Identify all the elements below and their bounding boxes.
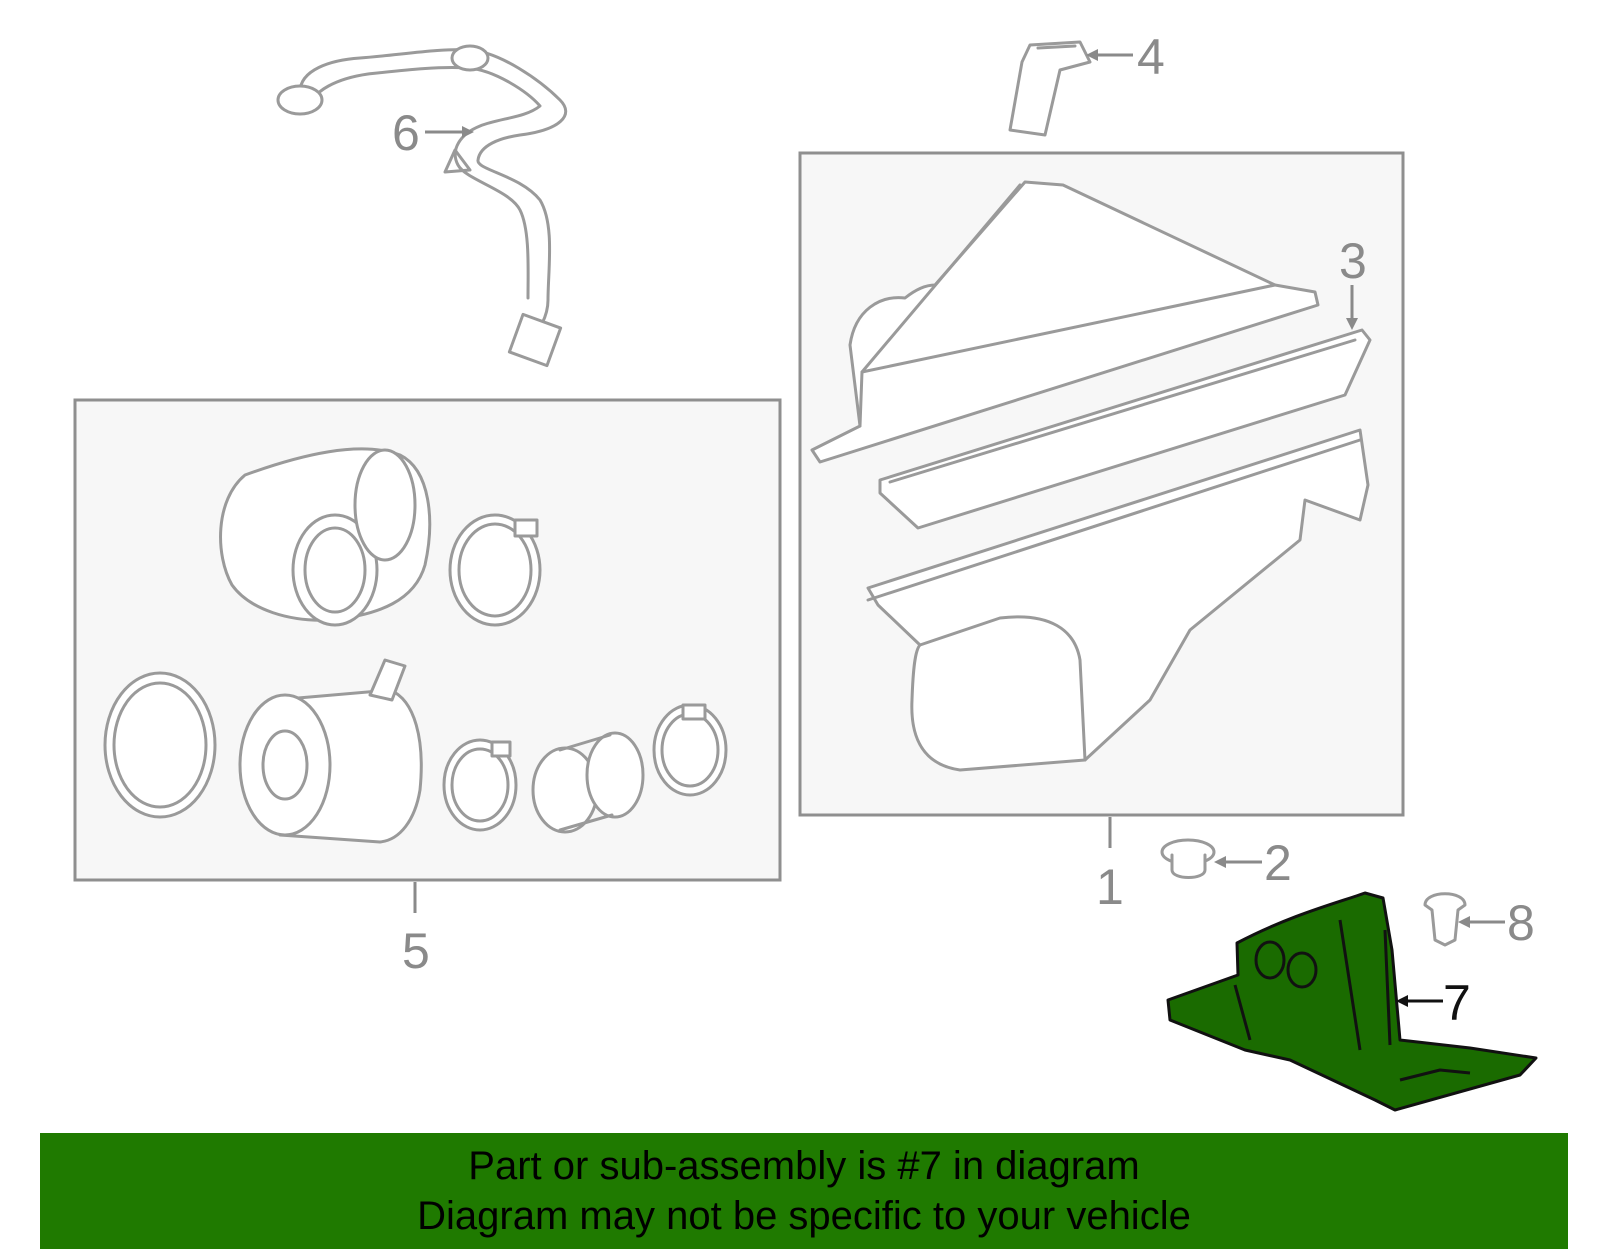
part-1-air-cleaner-housing[interactable] <box>866 428 1370 772</box>
callout-3: 3 <box>1339 233 1367 289</box>
part-5-coupler[interactable] <box>531 731 645 834</box>
arrowhead-2 <box>1214 856 1226 868</box>
info-banner: Part or sub-assembly is #7 in diagram Di… <box>40 1133 1568 1249</box>
arrowhead-6 <box>462 126 474 138</box>
callout-7: 7 <box>1443 975 1471 1031</box>
part-5-resonator[interactable] <box>238 658 423 844</box>
part-4-sensor[interactable] <box>1008 40 1092 137</box>
arrowhead-8 <box>1458 916 1470 928</box>
part-5-clamp-a[interactable] <box>448 513 542 627</box>
arrowhead-4 <box>1086 49 1098 61</box>
callout-6: 6 <box>392 105 420 161</box>
part-5-clamp-b[interactable] <box>442 738 518 832</box>
part-2-grommet[interactable] <box>1160 838 1216 879</box>
part-7-air-deflector[interactable] <box>1166 891 1538 1112</box>
callout-2: 2 <box>1264 835 1292 891</box>
part-5-clamp-c[interactable] <box>652 703 728 797</box>
part-5-ring[interactable] <box>103 671 217 819</box>
banner-line-1: Part or sub-assembly is #7 in diagram <box>468 1144 1140 1188</box>
part-1-air-cleaner-cover[interactable] <box>810 180 1320 464</box>
callout-5: 5 <box>402 923 430 979</box>
callout-8: 8 <box>1507 895 1535 951</box>
part-5-intake-duct[interactable] <box>219 447 432 627</box>
callout-1: 1 <box>1096 859 1124 915</box>
part-6-hose[interactable] <box>276 44 568 368</box>
banner-line-2: Diagram may not be specific to your vehi… <box>417 1194 1191 1238</box>
arrowhead-7 <box>1396 995 1408 1007</box>
part-8-push-pin[interactable] <box>1423 892 1467 947</box>
part-3-filter[interactable] <box>878 328 1372 530</box>
arrowhead-3 <box>1346 318 1358 330</box>
callout-4: 4 <box>1137 29 1165 85</box>
